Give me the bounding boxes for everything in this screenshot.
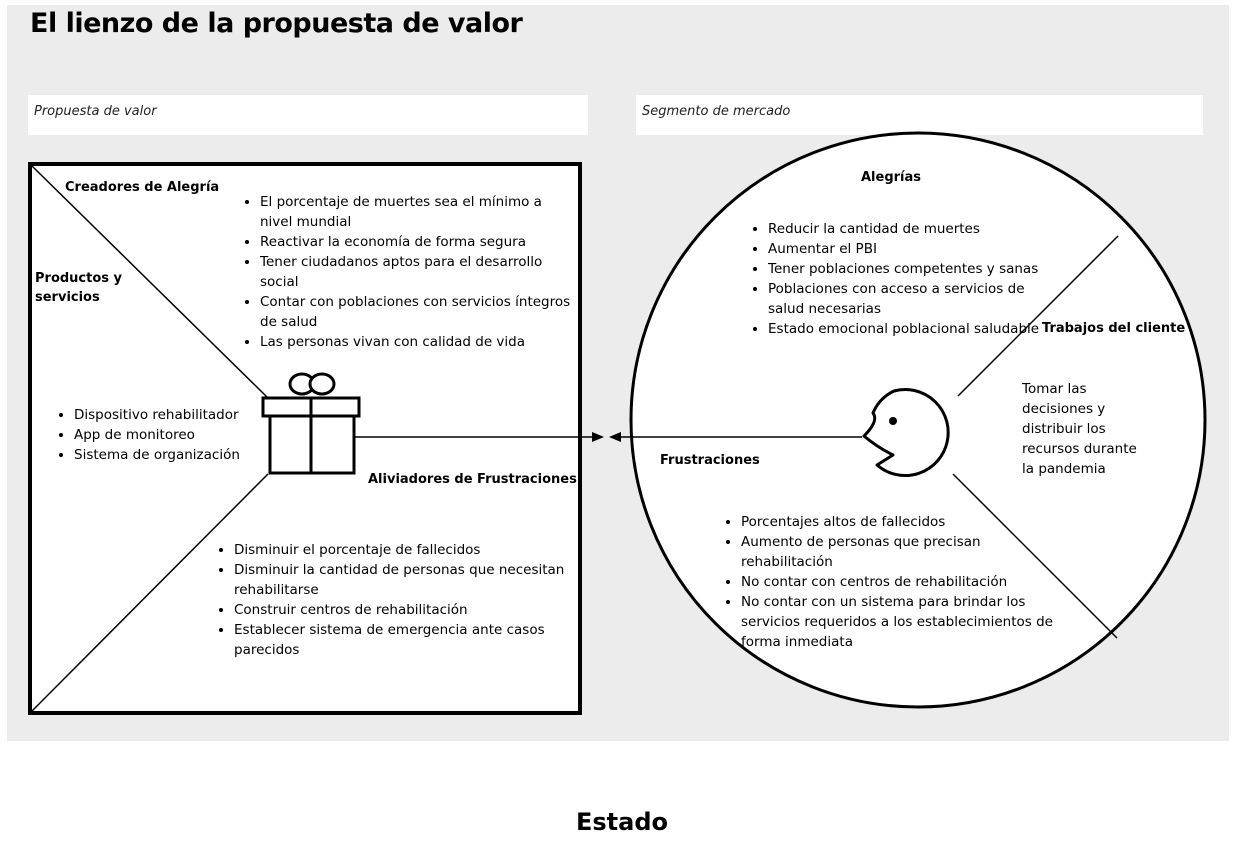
- list-item: Porcentajes altos de fallecidos: [741, 512, 1076, 532]
- value-proposition-label: Propuesta de valor: [34, 104, 157, 119]
- list-item: No contar con un sistema para brindar lo…: [741, 592, 1076, 652]
- list-item: Reactivar la economía de forma segura: [260, 232, 576, 252]
- list-item: Construir centros de rehabilitación: [234, 600, 584, 620]
- gain-creators-list: El porcentaje de muertes sea el mínimo a…: [236, 192, 576, 352]
- gain-creators-heading: Creadores de Alegría: [65, 180, 220, 195]
- page-title: El lienzo de la propuesta de valor: [30, 8, 523, 39]
- jobs-heading: Trabajos del cliente: [1042, 321, 1186, 336]
- customer-face-icon: [862, 388, 950, 477]
- segment-label-bar: Segmento de mercado: [636, 95, 1203, 135]
- gains-list: Reducir la cantidad de muertes Aumentar …: [744, 219, 1053, 339]
- list-item: Aumentar el PBI: [768, 239, 1053, 259]
- list-item: Estado emocional poblacional saludable: [768, 319, 1053, 339]
- list-item: Reducir la cantidad de muertes: [768, 219, 1053, 239]
- jobs-text: Tomar las decisiones y distribuir los re…: [1022, 381, 1137, 477]
- pain-relievers-heading: Aliviadores de Frustraciones: [368, 472, 577, 487]
- list-item: Dispositivo rehabilitador: [74, 405, 284, 425]
- list-item: App de monitoreo: [74, 425, 284, 445]
- pain-relievers-list: Disminuir el porcentaje de fallecidos Di…: [210, 540, 584, 660]
- double-arrow-icon: [355, 432, 862, 442]
- products-heading: Productos y servicios: [35, 271, 123, 305]
- pains-list: Porcentajes altos de fallecidos Aumento …: [717, 512, 1076, 652]
- gift-icon: [261, 372, 361, 475]
- list-item: Tener poblaciones competentes y sanas: [768, 259, 1053, 279]
- list-item: No contar con centros de rehabilitación: [741, 572, 1076, 592]
- list-item: Disminuir la cantidad de personas que ne…: [234, 560, 584, 600]
- list-item: Disminuir el porcentaje de fallecidos: [234, 540, 584, 560]
- pains-heading: Frustraciones: [660, 453, 760, 468]
- value-map-divider-lower: [31, 473, 269, 712]
- list-item: Aumento de personas que precisan rehabil…: [741, 532, 1076, 572]
- list-item: Establecer sistema de emergencia ante ca…: [234, 620, 584, 660]
- products-list: Dispositivo rehabilitador App de monitor…: [50, 405, 284, 465]
- value-proposition-label-bar: Propuesta de valor: [28, 95, 588, 135]
- list-item: El porcentaje de muertes sea el mínimo a…: [260, 192, 576, 232]
- segment-label: Segmento de mercado: [642, 104, 791, 119]
- gains-heading: Alegrías: [861, 170, 922, 185]
- footer-label: Estado: [575, 808, 668, 836]
- profile-divider-lower: [952, 473, 1118, 639]
- list-item: Tener ciudadanos aptos para el desarroll…: [260, 252, 576, 292]
- value-map-divider-upper: [31, 165, 269, 399]
- list-item: Sistema de organización: [74, 445, 284, 465]
- list-item: Las personas vivan con calidad de vida: [260, 332, 576, 352]
- list-item: Poblaciones con acceso a servicios de sa…: [768, 279, 1053, 319]
- profile-divider-upper: [957, 235, 1119, 397]
- list-item: Contar con poblaciones con servicios ínt…: [260, 292, 576, 332]
